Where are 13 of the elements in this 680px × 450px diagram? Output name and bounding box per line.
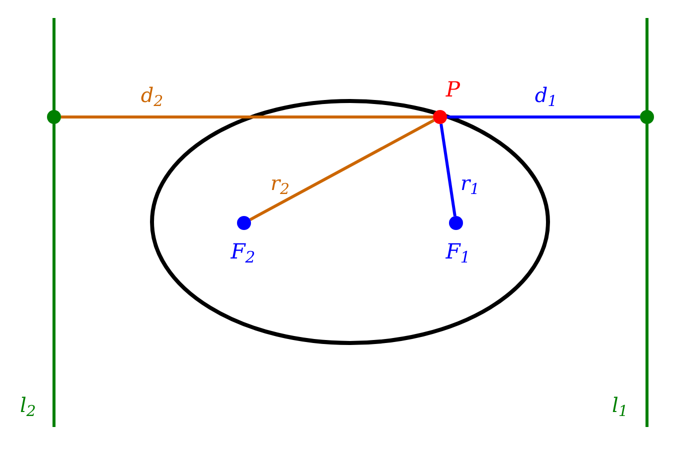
point-label: F$_{1}$ [446, 242, 470, 262]
line-segment [440, 124, 456, 216]
line-label: l$_{1}$ [612, 395, 628, 415]
line-segment [249, 119, 435, 221]
point-label: P [446, 80, 460, 100]
line-segment [61, 116, 433, 118]
edge-label: r$_{1}$ [460, 173, 480, 193]
point-label: F$_{2}$ [230, 242, 256, 262]
line-label: l$_{2}$ [20, 395, 36, 415]
line-segment [447, 116, 640, 118]
edge-label: d$_{2}$ [140, 85, 164, 105]
edge-label: d$_{1}$ [534, 85, 558, 105]
edge-label: r$_{2}$ [270, 173, 290, 193]
